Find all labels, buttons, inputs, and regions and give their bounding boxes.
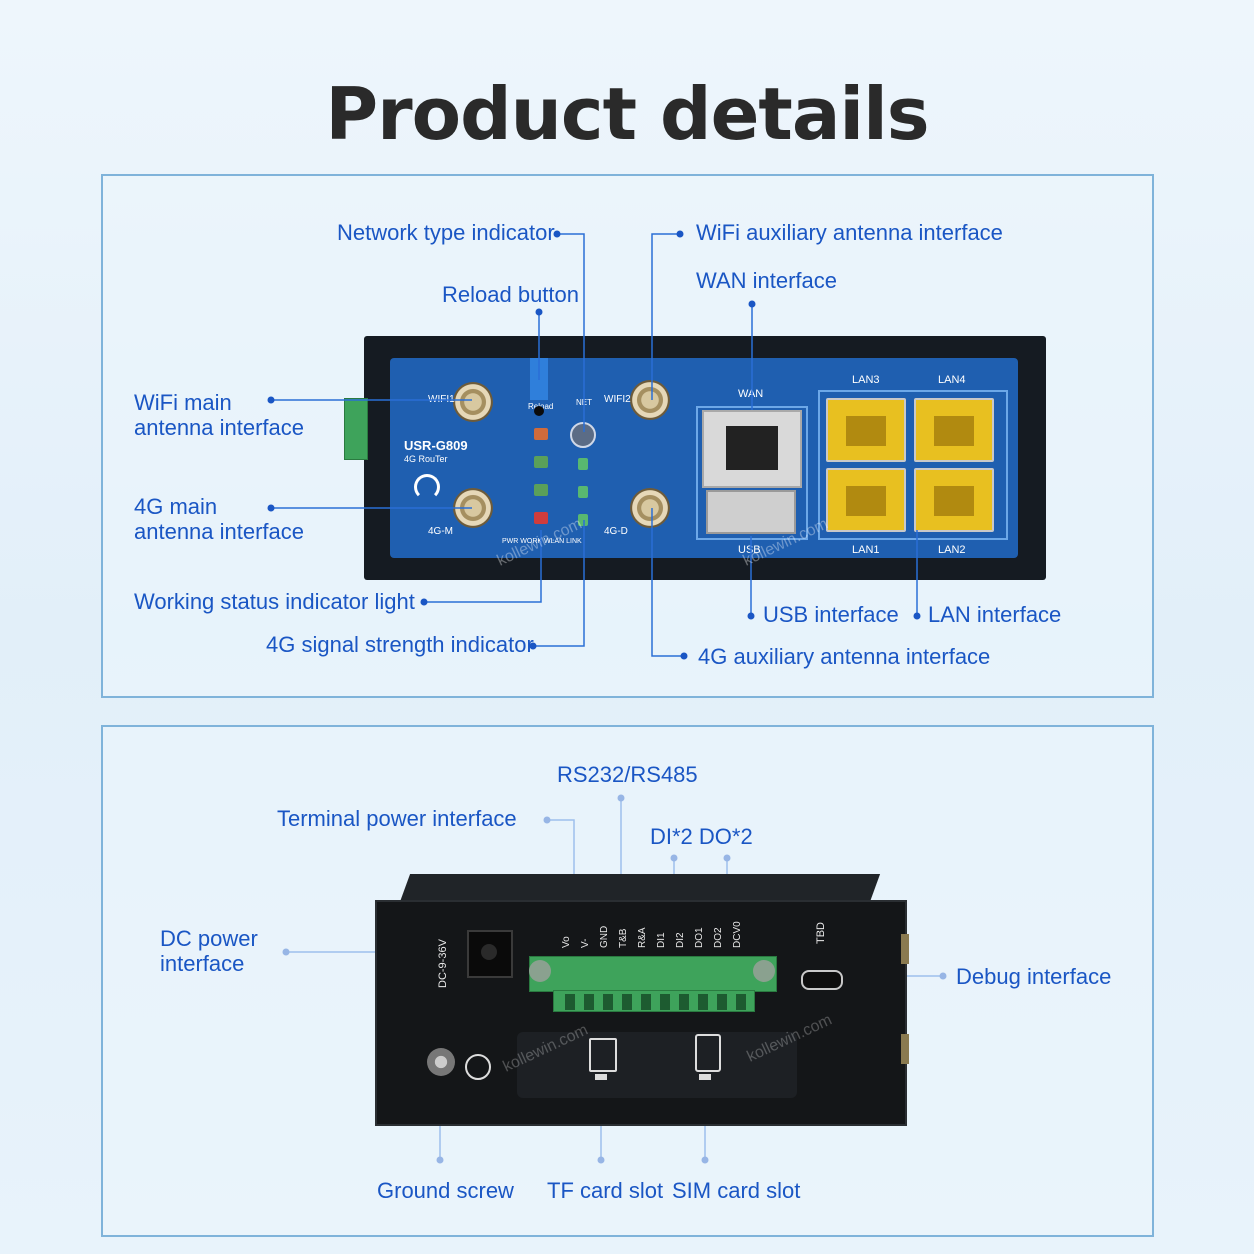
brand-logo-icon bbox=[414, 474, 440, 500]
router-front-view: WIFI1 4G-M WIFI2 4G-D USR-G809 4G RouTer… bbox=[344, 336, 1046, 580]
status-leds-label: PWR WORK WLAN LINK bbox=[502, 538, 582, 545]
terminal-pin-hole bbox=[698, 994, 708, 1010]
tf-card-slot[interactable] bbox=[595, 1074, 607, 1080]
callout-sim-card-slot: SIM card slot bbox=[672, 1178, 801, 1203]
terminal-pin-label: DO2 bbox=[713, 927, 724, 948]
terminal-pin-hole bbox=[736, 994, 746, 1010]
dc-jack-hole bbox=[481, 944, 497, 960]
terminal-pin-label: GND bbox=[599, 925, 610, 948]
callout-dc-power-line1: DC power bbox=[160, 926, 258, 951]
terminal-pin-hole bbox=[641, 994, 651, 1010]
model-sub-label: 4G RouTer bbox=[404, 454, 448, 464]
lan3-label: LAN3 bbox=[852, 374, 880, 386]
callout-terminal-power: Terminal power interface bbox=[277, 806, 517, 831]
model-label: USR-G809 bbox=[404, 438, 468, 453]
callout-network-type-indicator: Network type indicator bbox=[337, 220, 555, 245]
reload-button[interactable] bbox=[534, 406, 544, 416]
callout-di-do: DI*2 DO*2 bbox=[650, 824, 753, 849]
signal-led-3 bbox=[578, 514, 588, 526]
terminal-pin-hole bbox=[660, 994, 670, 1010]
signal-led-1 bbox=[578, 458, 588, 470]
terminal-pin-label: V- bbox=[580, 938, 591, 948]
lan4-port[interactable] bbox=[914, 398, 994, 462]
terminal-pin-label: Vo bbox=[561, 936, 572, 948]
callout-4g-main-antenna-line1: 4G main bbox=[134, 494, 218, 519]
callout-lan-interface: LAN interface bbox=[928, 602, 1062, 627]
lan1-port[interactable] bbox=[826, 468, 906, 532]
terminal-pin-hole bbox=[622, 994, 632, 1010]
terminal-pin-label: DI2 bbox=[675, 932, 686, 948]
4g-m-label: 4G-M bbox=[428, 526, 453, 537]
terminal-pin-label: DCV0 bbox=[732, 921, 743, 948]
ground-symbol-icon bbox=[465, 1054, 491, 1080]
callout-reload-button: Reload button bbox=[442, 282, 579, 307]
callout-wifi-main-antenna-line2: antenna interface bbox=[134, 415, 305, 440]
sim-card-slot[interactable] bbox=[699, 1074, 711, 1080]
wifi-main-antenna-connector bbox=[453, 382, 493, 422]
wifi-aux-antenna-connector bbox=[630, 380, 670, 420]
callout-working-status: Working status indicator light bbox=[134, 589, 415, 614]
rear-face: DC-9-36V Vo V- GND T&B R&A DI1 DI2 DO1 DO2 DCV0 T… bbox=[375, 900, 907, 1126]
usb-label: USB bbox=[738, 544, 761, 556]
rear-right-antenna-stub-top bbox=[901, 934, 909, 964]
terminal-screw-right bbox=[753, 960, 775, 982]
terminal-pin-labels: Vo V- GND T&B R&A DI1 DI2 DO1 DO2 DCV0 bbox=[561, 902, 761, 1010]
status-led-3 bbox=[534, 484, 548, 496]
sim-card-icon bbox=[695, 1034, 721, 1072]
signal-led-2 bbox=[578, 486, 588, 498]
lan2-label: LAN2 bbox=[938, 544, 966, 556]
callout-wifi-main-antenna-line1: WiFi main bbox=[134, 390, 232, 415]
callout-wan-interface: WAN interface bbox=[696, 268, 838, 293]
usb-port[interactable] bbox=[706, 490, 796, 534]
terminal-pin-hole bbox=[679, 994, 689, 1010]
tbd-label: TBD bbox=[815, 922, 827, 944]
side-power-terminal bbox=[344, 398, 368, 460]
4g-aux-antenna-connector bbox=[630, 488, 670, 528]
terminal-pin-label: DI1 bbox=[656, 932, 667, 948]
lan2-port[interactable] bbox=[914, 468, 994, 532]
callout-debug-interface: Debug interface bbox=[956, 964, 1112, 989]
callout-dc-power-line2: interface bbox=[160, 951, 245, 976]
router-rear-view: DC-9-36V Vo V- GND T&B R&A DI1 DI2 DO1 DO2 DCV0 T… bbox=[375, 874, 909, 1126]
lan1-label: LAN1 bbox=[852, 544, 880, 556]
rear-top-edge bbox=[399, 874, 881, 902]
callout-signal-strength: 4G signal strength indicator bbox=[266, 632, 534, 657]
lan3-port[interactable] bbox=[826, 398, 906, 462]
callout-rs232-rs485: RS232/RS485 bbox=[557, 762, 698, 787]
terminal-pin-hole bbox=[565, 994, 575, 1010]
terminal-pin-label: DO1 bbox=[694, 927, 705, 948]
callout-usb-interface: USB interface bbox=[763, 602, 899, 627]
status-led-4 bbox=[534, 512, 548, 524]
slot-strip bbox=[517, 1032, 797, 1098]
status-led-2 bbox=[534, 456, 548, 468]
terminal-pin-label: R&A bbox=[637, 927, 648, 948]
debug-micro-usb-port[interactable] bbox=[801, 970, 843, 990]
status-led-1 bbox=[534, 428, 548, 440]
terminal-block[interactable] bbox=[529, 956, 777, 992]
wifi2-label: WIFI2 bbox=[604, 394, 631, 405]
terminal-screw-left bbox=[529, 960, 551, 982]
callout-ground-screw: Ground screw bbox=[377, 1178, 514, 1203]
ground-screw[interactable] bbox=[427, 1048, 455, 1076]
wan-label: WAN bbox=[738, 388, 764, 400]
dc-range-label: DC-9-36V bbox=[437, 939, 449, 988]
4g-d-label: 4G-D bbox=[604, 526, 628, 537]
callout-4g-main-antenna-line2: antenna interface bbox=[134, 519, 305, 544]
terminal-pin-hole bbox=[584, 994, 594, 1010]
dc-power-jack[interactable] bbox=[467, 930, 513, 978]
page-title: Product details bbox=[325, 72, 929, 156]
wan-port[interactable] bbox=[702, 410, 802, 488]
terminal-pin-hole bbox=[717, 994, 727, 1010]
rear-right-antenna-stub-bottom bbox=[901, 1034, 909, 1064]
callout-tf-card-slot: TF card slot bbox=[547, 1178, 664, 1203]
callout-4g-aux-antenna: 4G auxiliary antenna interface bbox=[698, 644, 991, 669]
network-type-led bbox=[570, 422, 596, 448]
lan4-label: LAN4 bbox=[938, 374, 966, 386]
callout-wifi-aux-antenna: WiFi auxiliary antenna interface bbox=[696, 220, 1003, 245]
lan-frame bbox=[818, 390, 1008, 540]
tf-card-icon bbox=[589, 1038, 617, 1072]
router-front-face: WIFI1 4G-M WIFI2 4G-D USR-G809 4G RouTer… bbox=[390, 358, 1018, 558]
terminal-pin-label: T&B bbox=[618, 928, 629, 948]
terminal-pin-hole bbox=[603, 994, 613, 1010]
